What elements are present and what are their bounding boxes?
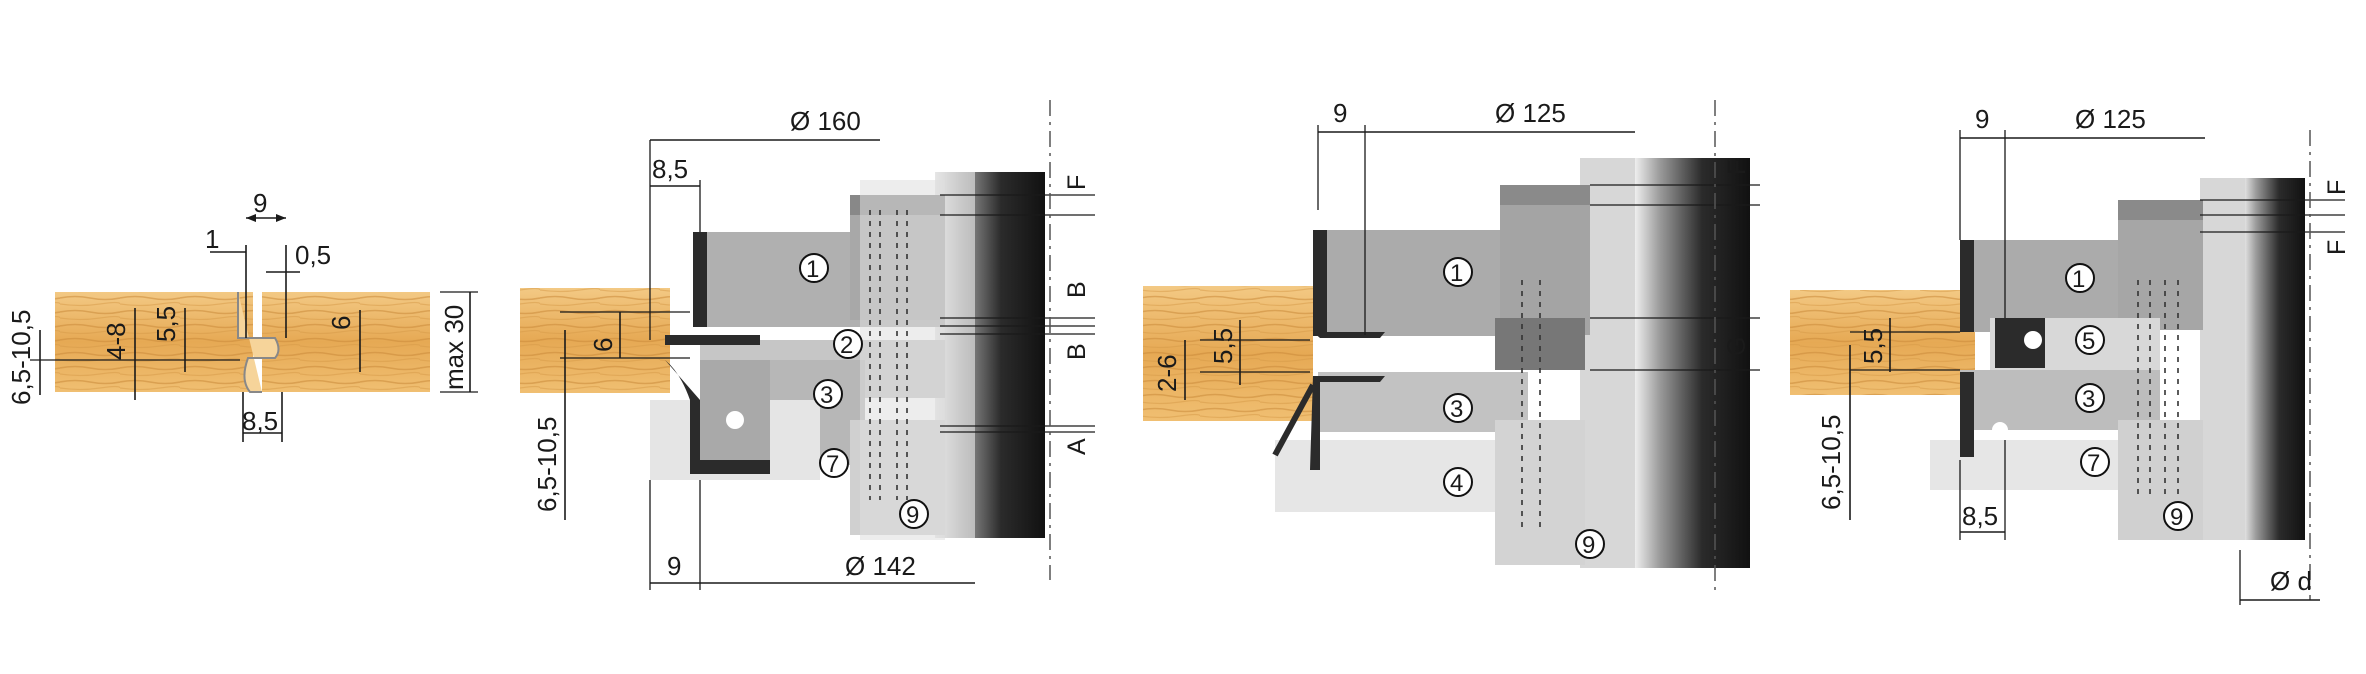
dim-8-5-bottom: 8,5 [242, 406, 278, 436]
dim-g: G [1723, 337, 1751, 356]
blade-2-top [1313, 230, 1327, 336]
part-marker: 3 [2075, 383, 2105, 413]
dim-9: 9 [253, 188, 267, 218]
svg-text:9: 9 [1582, 532, 1595, 559]
dim-max-30: max 30 [439, 305, 469, 390]
dim-5-5-tool2: 5,5 [1208, 328, 1238, 364]
svg-text:1: 1 [806, 256, 819, 283]
part-marker: 9 [899, 499, 929, 529]
part-marker: 4 [1443, 467, 1473, 497]
dim-a: A [1063, 438, 1091, 455]
svg-text:3: 3 [1450, 396, 1463, 423]
dim-9-bottom-tool1: 9 [667, 551, 681, 581]
part-marker: 3 [813, 379, 843, 409]
dim-6-5-10-5-tool1: 6,5-10,5 [532, 417, 562, 512]
svg-text:7: 7 [826, 451, 839, 478]
dim-f-tool1: F [1063, 175, 1091, 190]
svg-text:3: 3 [2082, 386, 2095, 413]
tool-2-view: 9 Ø 125 2-6 5,5 F G 1 3 4 9 [1143, 98, 1760, 595]
spindle-3 [2240, 178, 2305, 540]
dim-dia-125-tool3: Ø 125 [2075, 104, 2146, 134]
dim-0-5: 0,5 [295, 240, 331, 270]
blade-1 [693, 232, 707, 327]
svg-text:1: 1 [1450, 260, 1463, 287]
dim-5-5-tool3: 5,5 [1858, 328, 1888, 364]
blade-3-top [1960, 240, 1974, 332]
svg-text:9: 9 [2170, 504, 2183, 531]
dim-1: 1 [205, 224, 219, 254]
part-marker: 7 [819, 448, 849, 478]
dim-6-5-10-5-tool3: 6,5-10,5 [1816, 415, 1846, 510]
dim-4-8: 4-8 [101, 322, 131, 360]
tool-3-view: 9 Ø 125 F F 5,5 6,5-10,5 8,5 Ø d 1 5 3 7 [1790, 104, 2351, 605]
svg-text:5: 5 [2082, 328, 2095, 355]
part-marker: 3 [1443, 393, 1473, 423]
dim-f-tool3-1: F [2323, 180, 2351, 195]
dim-2-6: 2-6 [1152, 354, 1182, 392]
dim-8-5-tool3: 8,5 [1962, 501, 1998, 531]
dim-6-tool1: 6 [588, 338, 618, 352]
dim-9-tool2: 9 [1333, 98, 1347, 128]
part-marker: 1 [1443, 257, 1473, 287]
part-marker: 7 [2080, 447, 2110, 477]
svg-text:2: 2 [840, 332, 853, 359]
dim-dia-142: Ø 142 [845, 551, 916, 581]
svg-text:1: 1 [2072, 266, 2085, 293]
dim-b-2: B [1063, 343, 1091, 360]
part-marker: 1 [2065, 263, 2095, 293]
svg-text:3: 3 [820, 382, 833, 409]
dim-5-5: 5,5 [151, 306, 181, 342]
part-marker: 2 [833, 329, 863, 359]
tool-1-view: Ø 160 8,5 6 6,5-10,5 9 Ø 142 F B B A 1 2… [520, 100, 1095, 590]
part-marker: 9 [1575, 529, 1605, 559]
dim-9-tool3: 9 [1975, 104, 1989, 134]
dim-8-5-top: 8,5 [652, 154, 688, 184]
dim-f-tool2: F [1723, 160, 1751, 175]
part-marker: 5 [2075, 325, 2105, 355]
dim-dia-125-tool2: Ø 125 [1495, 98, 1566, 128]
svg-text:7: 7 [2087, 450, 2100, 477]
dim-f-tool3-2: F [2323, 240, 2351, 255]
svg-text:9: 9 [906, 502, 919, 529]
dim-dia-160: Ø 160 [790, 106, 861, 136]
svg-text:4: 4 [1450, 470, 1463, 497]
part-marker: 9 [2163, 501, 2193, 531]
spindle-2 [1630, 158, 1750, 568]
dim-dia-d: Ø d [2270, 566, 2312, 596]
dim-6-5-10-5: 6,5-10,5 [6, 310, 36, 405]
dim-6: 6 [326, 316, 356, 330]
profile-view: 9 1 0,5 4-8 5,5 6 6,5-10,5 max 30 8,5 [6, 188, 478, 442]
part-marker: 1 [799, 253, 829, 283]
dim-b-1: B [1063, 281, 1091, 298]
